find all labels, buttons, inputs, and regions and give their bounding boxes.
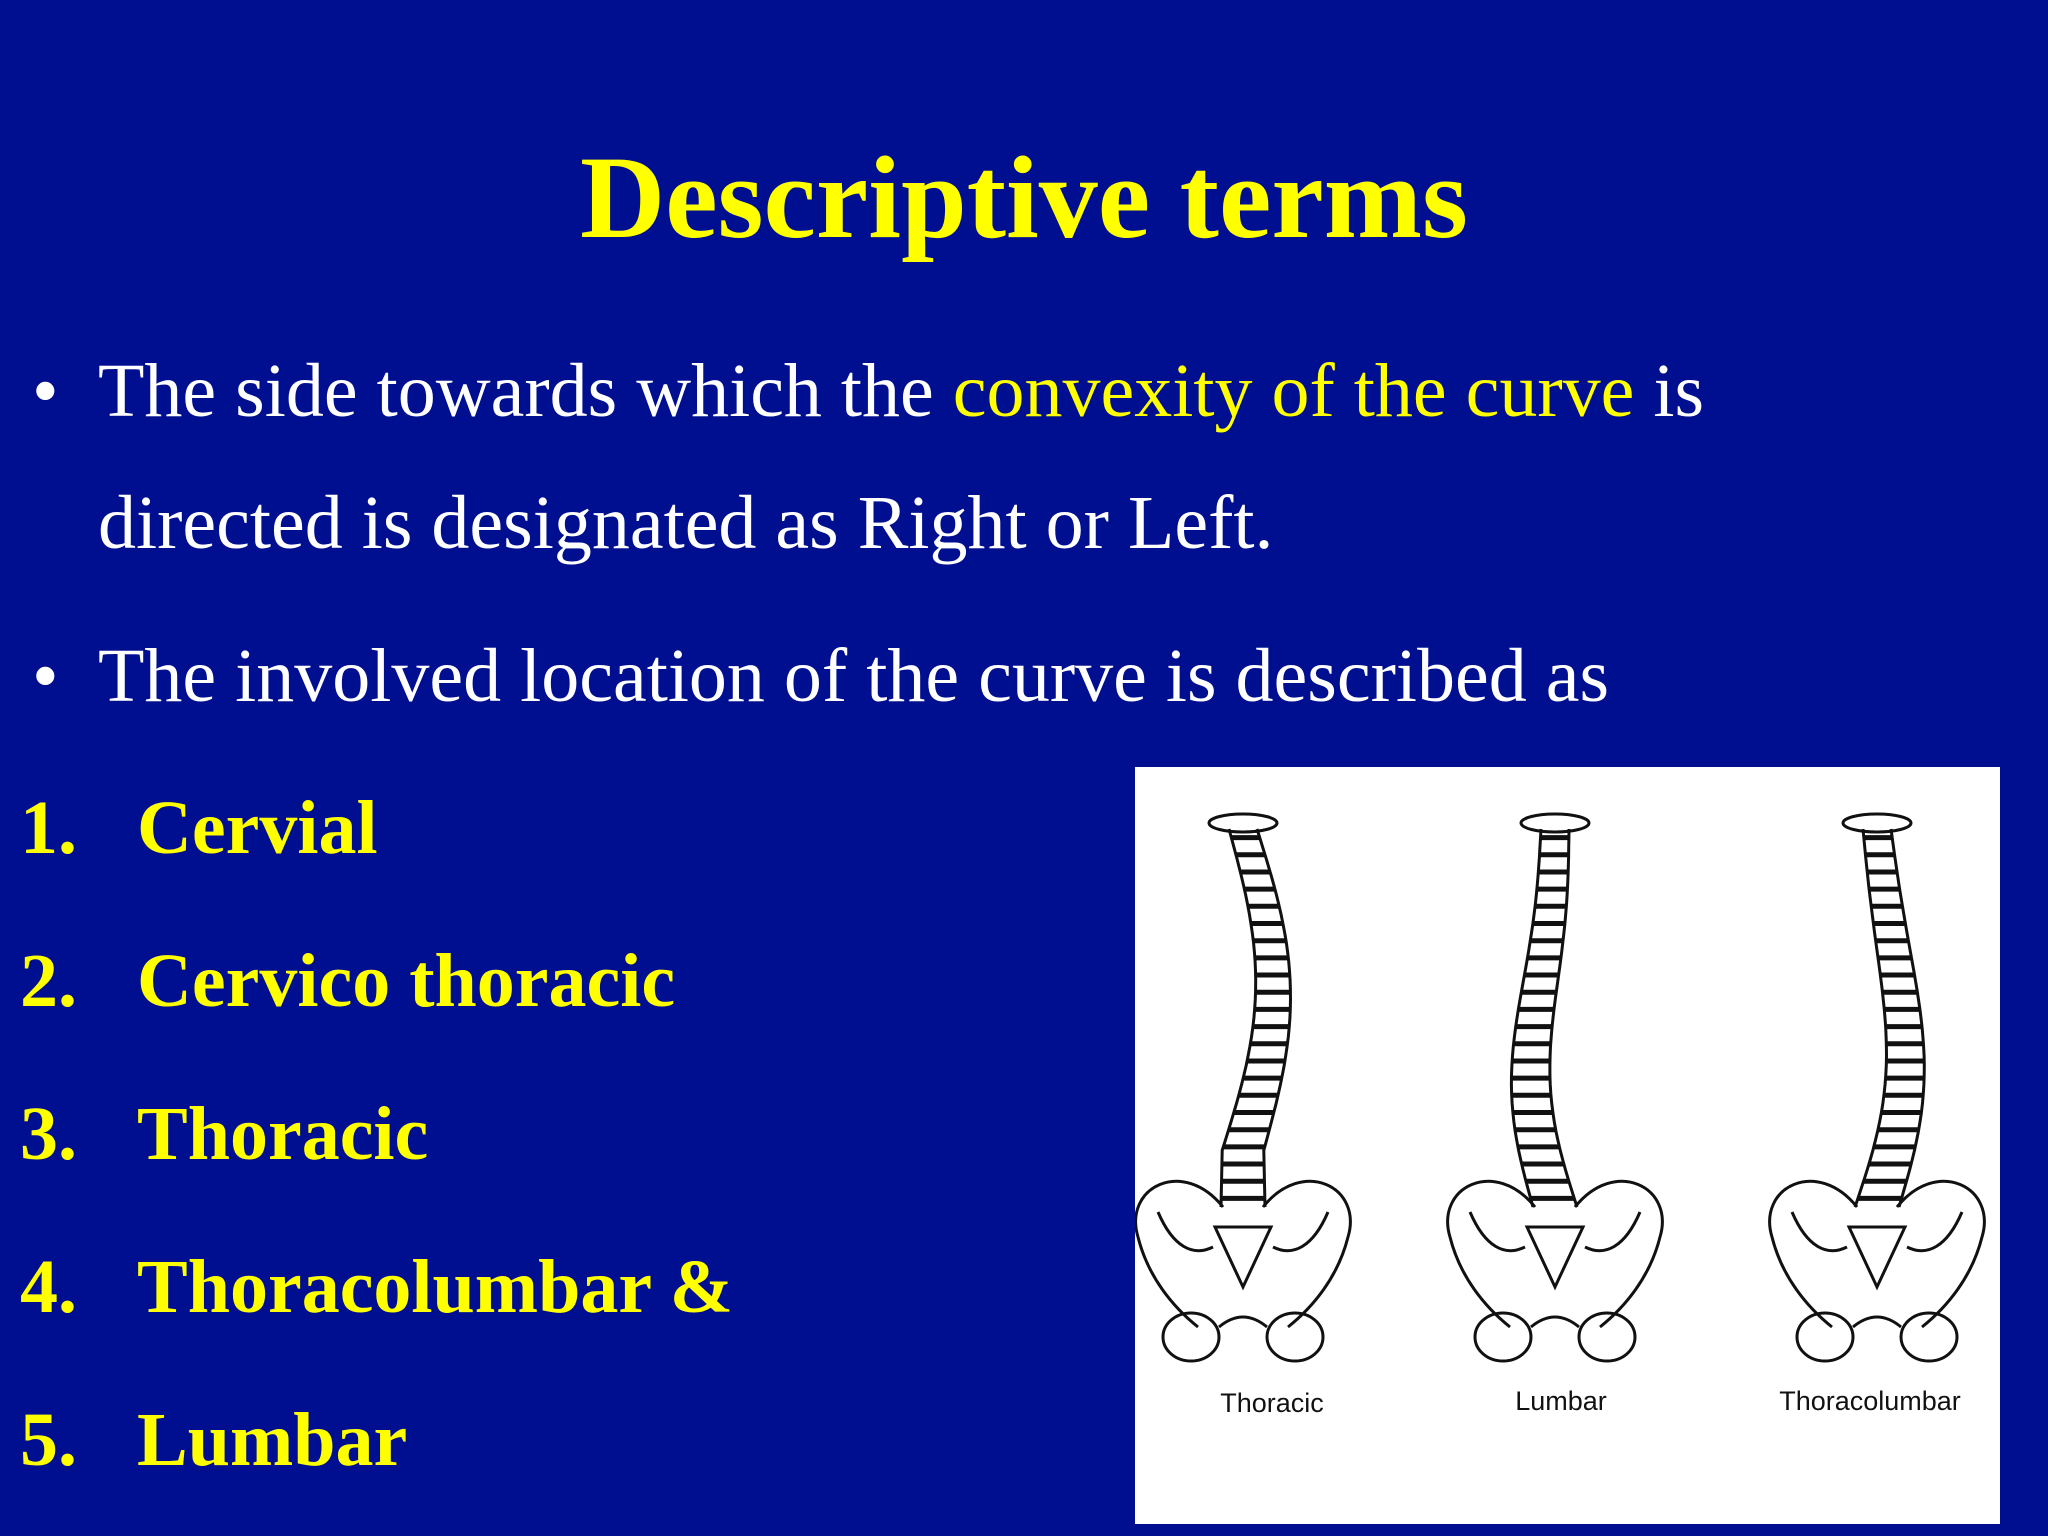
bullet-text-post: is [1634, 349, 1705, 433]
list-label: Cervico thoracic [137, 939, 676, 1023]
caption-thoracic: Thoracic [1220, 1388, 1324, 1418]
list-label: Lumbar [137, 1398, 408, 1482]
list-number: 4. [20, 1245, 77, 1329]
bullet-dot: • [32, 634, 59, 718]
bullet-text: The side towards which the convexity of … [98, 325, 1704, 589]
spine-lumbar [1446, 812, 1664, 1363]
list-label: Cervial [137, 786, 378, 870]
bullet-text-line2: directed is designated as Right or Left. [98, 481, 1274, 565]
list-number: 1. [20, 786, 77, 870]
list-number: 5. [20, 1398, 77, 1482]
slide-title: Descriptive terms [580, 132, 1468, 263]
spine-thoracolumbar [1768, 812, 1986, 1363]
bullet-dot: • [32, 349, 59, 433]
list-number: 3. [20, 1092, 77, 1176]
spine-illustration: Thoracic Lumbar Thoracolumbar [1135, 812, 1986, 1418]
bullet-highlight: convexity of the curve [952, 349, 1635, 433]
spine-thoracic [1135, 812, 1352, 1363]
caption-thoracolumbar: Thoracolumbar [1779, 1386, 1961, 1416]
caption-lumbar: Lumbar [1515, 1386, 1607, 1416]
bullet-text-pre: The side towards which the [98, 349, 953, 433]
bullet-text: The involved location of the curve is de… [98, 634, 1610, 718]
spine-curves-figure: Thoracic Lumbar Thoracolumbar [1135, 767, 2000, 1524]
list-label: Thoracolumbar & [137, 1245, 734, 1329]
list-number: 2. [20, 939, 77, 1023]
list-label: Thoracic [137, 1092, 429, 1176]
